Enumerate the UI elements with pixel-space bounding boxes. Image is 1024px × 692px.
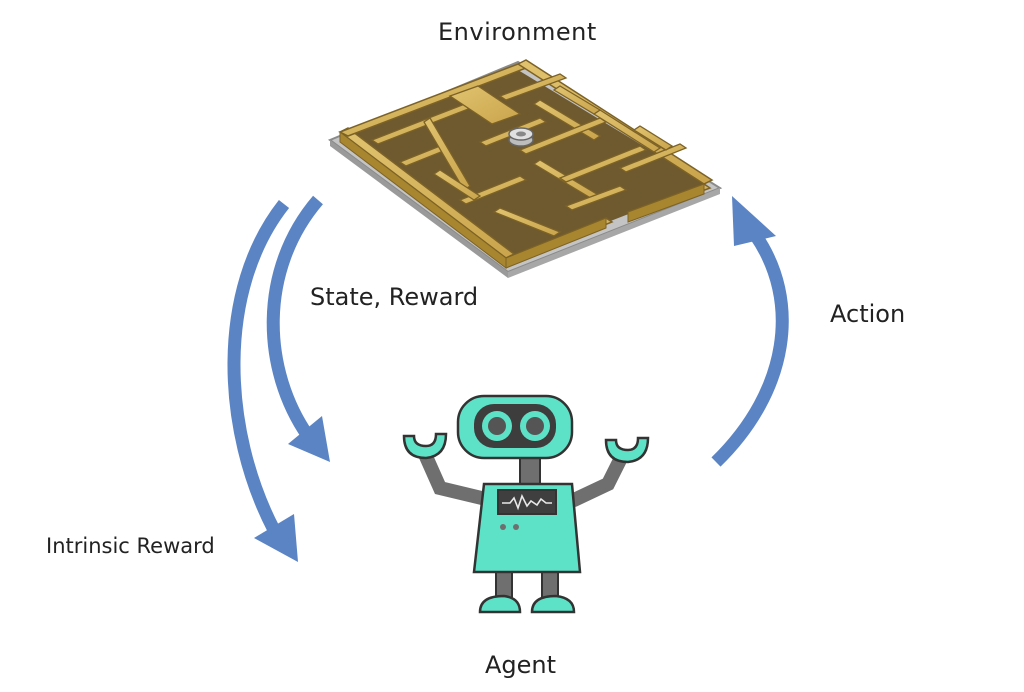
intrinsic-reward-label: Intrinsic Reward <box>46 534 215 558</box>
maze-icon <box>327 59 723 278</box>
robot-feet <box>478 594 576 614</box>
robot-button-1 <box>500 524 506 530</box>
robot-screen-wave <box>502 493 552 511</box>
action-arrow <box>711 196 789 467</box>
intrinsic-reward-arrow <box>227 199 298 562</box>
maze-base-edge <box>330 140 508 278</box>
maze-inner-walls <box>370 73 688 237</box>
maze-center-knob <box>508 127 534 147</box>
environment-label: Environment <box>438 18 597 46</box>
maze-floor <box>344 70 706 260</box>
robot-button-2 <box>513 524 519 530</box>
agent-label: Agent <box>485 651 557 679</box>
robot-eyes <box>482 411 550 441</box>
state-reward-arrow <box>266 195 330 462</box>
action-label: Action <box>830 300 906 328</box>
robot-screen <box>497 489 557 515</box>
state-reward-label: State, Reward <box>310 283 479 311</box>
robot-claws <box>402 432 650 464</box>
robot-arms <box>417 445 629 507</box>
robot-icon <box>402 394 650 614</box>
maze-base-edge-right <box>508 188 720 278</box>
